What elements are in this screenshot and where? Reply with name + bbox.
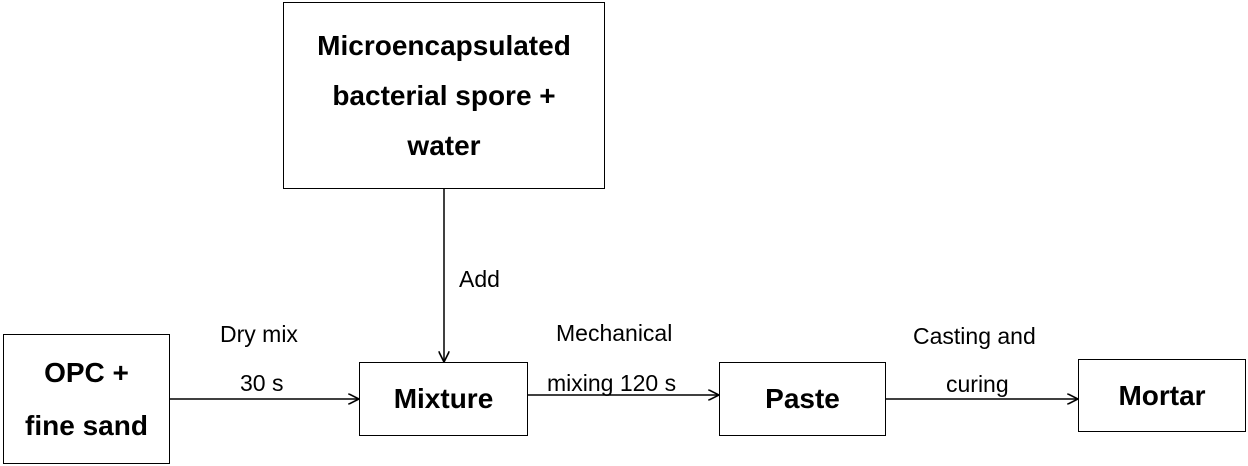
node-spore-line-3: water xyxy=(407,129,481,161)
edge-label-mixing-time: mixing 120 s xyxy=(547,370,677,396)
node-paste-label: Paste xyxy=(765,383,840,414)
edge-label-add: Add xyxy=(459,266,500,292)
node-spore-line-2: bacterial spore + xyxy=(332,79,556,111)
node-microencapsulated-spore: Microencapsulated bacterial spore + wate… xyxy=(283,2,605,189)
node-mortar-label: Mortar xyxy=(1118,379,1206,411)
node-mixture: Mixture xyxy=(359,362,528,436)
edge-label-dry-mix: Dry mix xyxy=(220,321,298,347)
edge-label-curing: curing xyxy=(946,371,1009,397)
edge-label-casting: Casting and xyxy=(913,323,1036,349)
edge-label-mechanical: Mechanical xyxy=(556,320,673,346)
node-mortar: Mortar xyxy=(1078,359,1246,432)
node-paste: Paste xyxy=(719,362,886,436)
edge-label-dry-mix-time: 30 s xyxy=(240,370,284,396)
node-opc-line-2: fine sand xyxy=(25,409,148,441)
node-opc-fine-sand: OPC + fine sand xyxy=(3,334,170,464)
node-opc-line-1: OPC + xyxy=(44,356,129,388)
node-mixture-label: Mixture xyxy=(393,383,494,414)
node-spore-line-1: Microencapsulated xyxy=(317,29,571,61)
